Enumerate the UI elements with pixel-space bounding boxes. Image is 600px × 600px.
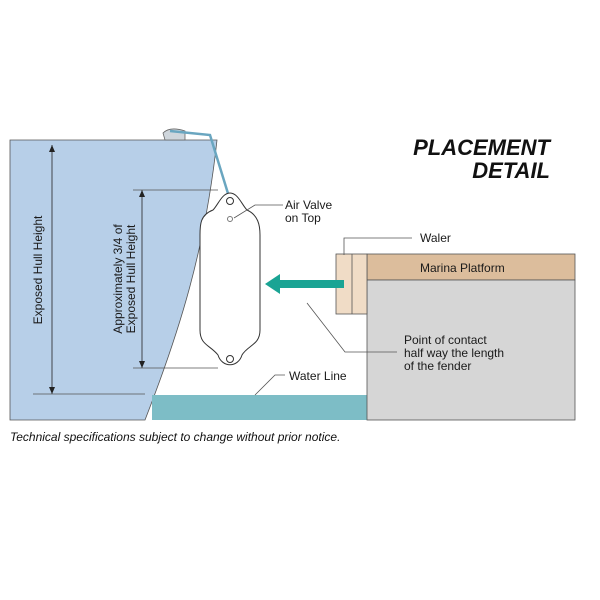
- boat-hull: [9, 139, 218, 421]
- fender: [199, 192, 261, 366]
- waler-label: Waler: [420, 231, 451, 245]
- air-valve-label-1: Air Valve: [285, 198, 332, 212]
- marina-platform-body: [366, 279, 576, 421]
- contact-label-2: half way the length: [404, 346, 504, 360]
- rope: [169, 129, 232, 201]
- water-line-label: Water Line: [289, 369, 347, 383]
- title-line2: DETAIL: [472, 158, 550, 183]
- air-valve-label-2: on Top: [285, 211, 321, 225]
- three-quarter-label-2: Exposed Hull Height: [124, 224, 138, 333]
- water: [152, 395, 368, 420]
- contact-label-3: of the fender: [404, 359, 471, 373]
- marina-platform-top: [366, 253, 576, 281]
- three-quarter-label-1: Approximately 3/4 of: [111, 224, 125, 334]
- title-line1: PLACEMENT: [413, 135, 551, 160]
- footnote: Technical specifications subject to chan…: [10, 430, 341, 444]
- contact-arrow: [265, 274, 344, 294]
- contact-label-1: Point of contact: [404, 333, 487, 347]
- exposed-hull-height-label: Exposed Hull Height: [31, 215, 45, 324]
- marina-platform-label: Marina Platform: [420, 261, 505, 275]
